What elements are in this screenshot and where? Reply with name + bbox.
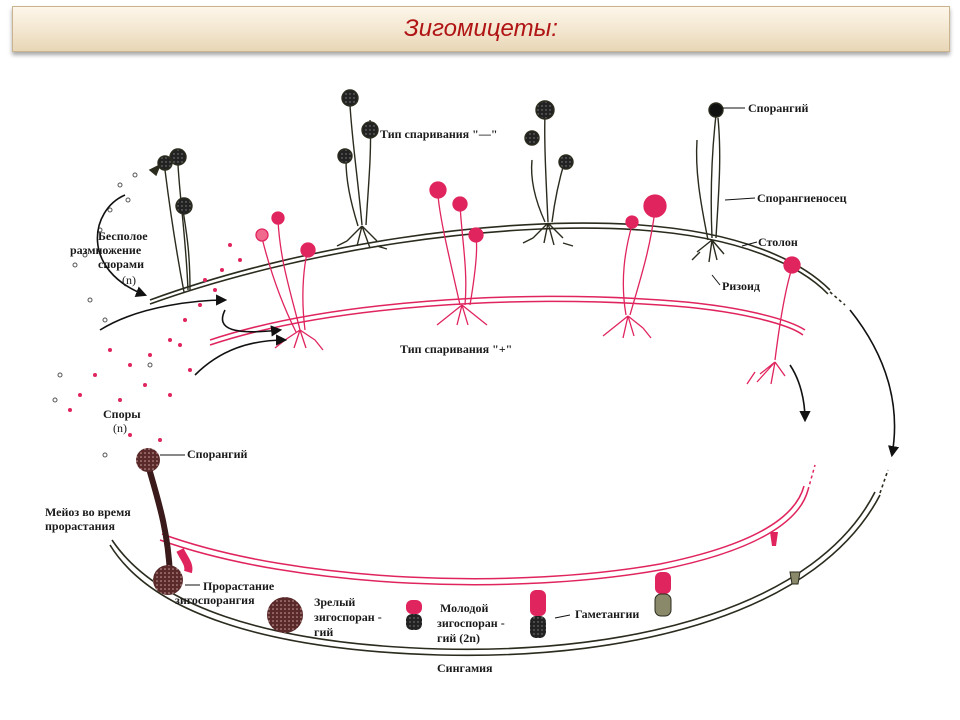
minus-sporangiophores-right <box>691 102 725 263</box>
label-asexual-1: Бесполое <box>98 229 148 243</box>
label-syngamy: Сингамия <box>437 661 493 675</box>
page-title: Зигомицеты: <box>404 15 558 42</box>
plus-strain-hypha <box>159 295 816 586</box>
plus-sporangiophores <box>255 181 801 385</box>
gametangia <box>654 532 801 617</box>
label-sporangium-left: Спорангий <box>187 447 248 461</box>
label-gametangia: Гаметангии <box>575 607 639 621</box>
label-mating-minus: Тип спаривания "—" <box>380 127 498 141</box>
leader-lines <box>160 107 758 619</box>
label-germination-2: зигоспорангия <box>175 593 255 607</box>
label-meiosis-2: прорастания <box>45 519 115 533</box>
spores-cloud <box>68 243 242 457</box>
label-rhizoid: Ризоид <box>722 279 760 293</box>
label-stolon: Столон <box>758 235 798 249</box>
zygosporangium-germinating <box>153 548 193 595</box>
label-young-2: зигоспоран - <box>437 616 505 630</box>
zygosporangium-mature <box>267 597 303 633</box>
label-meiosis-1: Мейоз во время <box>45 505 131 519</box>
label-mating-plus: Тип спаривания "+" <box>400 342 512 356</box>
label-asexual-3: спорами <box>98 257 144 271</box>
label-spores: Споры <box>103 407 141 421</box>
title-bar: Зигомицеты: <box>12 6 950 52</box>
label-mature-3: гий <box>314 625 333 639</box>
spores-dark <box>52 172 153 458</box>
label-sporangium-top: Спорангий <box>748 101 809 115</box>
sporangium-germinating <box>136 448 173 576</box>
label-young-3: гий (2n) <box>437 631 480 645</box>
label-mature-2: зигоспоран - <box>314 610 382 624</box>
label-asexual-2: размножение <box>70 243 142 257</box>
zygosporangium-young <box>406 590 546 638</box>
label-sporangiophore: Спорангиеносец <box>757 191 847 205</box>
label-asexual-n: (n) <box>122 273 136 287</box>
label-young-1: Молодой <box>440 601 488 615</box>
minus-sporangiophores-left <box>148 148 193 293</box>
minus-sporangiophores-middle <box>336 89 574 250</box>
label-mature-1: Зрелый <box>314 595 355 609</box>
label-germination-1: Прорастание <box>203 579 275 593</box>
label-spores-n: (n) <box>113 421 127 435</box>
lifecycle-arrows <box>96 194 900 458</box>
